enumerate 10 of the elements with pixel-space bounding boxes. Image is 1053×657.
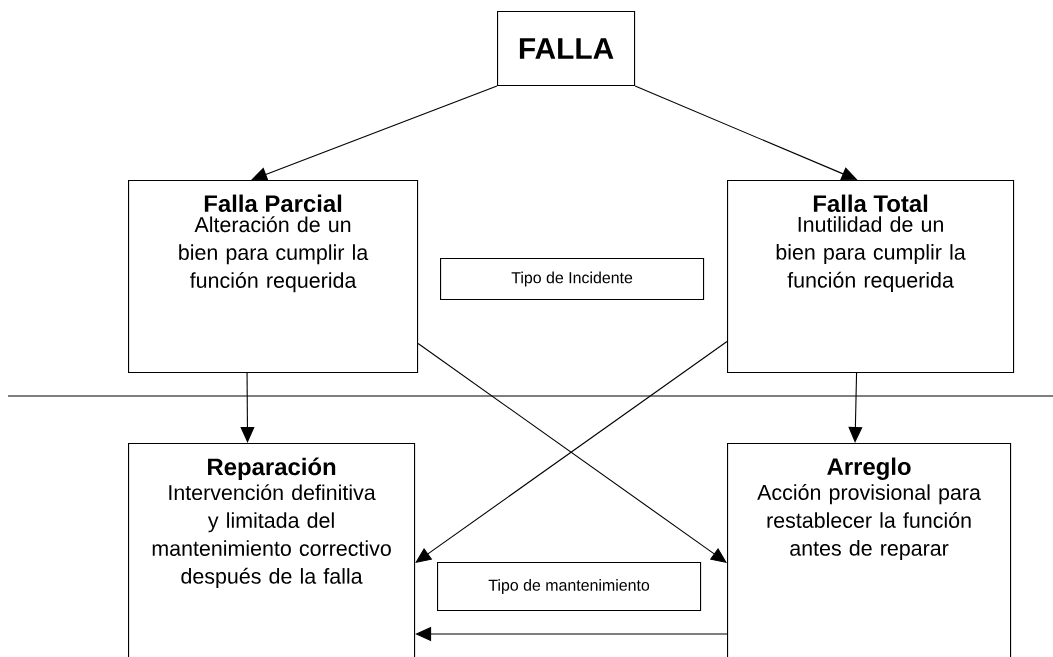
arrow	[848, 372, 863, 443]
process-box: Falla Parcial Alteración de un bien para cumplir la función requerida	[128, 180, 419, 374]
arrow	[251, 85, 498, 181]
process-box: Reparación Intervención definitiva y limitada del mantenimiento correctivo después de la falla	[128, 443, 416, 657]
process-box: Falla Total Inutilidad de un bien para cumplir la función requerida	[727, 180, 1015, 374]
arrow	[240, 372, 255, 443]
process-box: Arreglo Acción provisional para restablecer la función antes de reparar	[727, 443, 1012, 657]
label-box: Tipo de Incidente	[440, 258, 705, 301]
title-box: FALLA	[497, 11, 636, 87]
label-box: Tipo de mantenimiento	[437, 562, 702, 612]
